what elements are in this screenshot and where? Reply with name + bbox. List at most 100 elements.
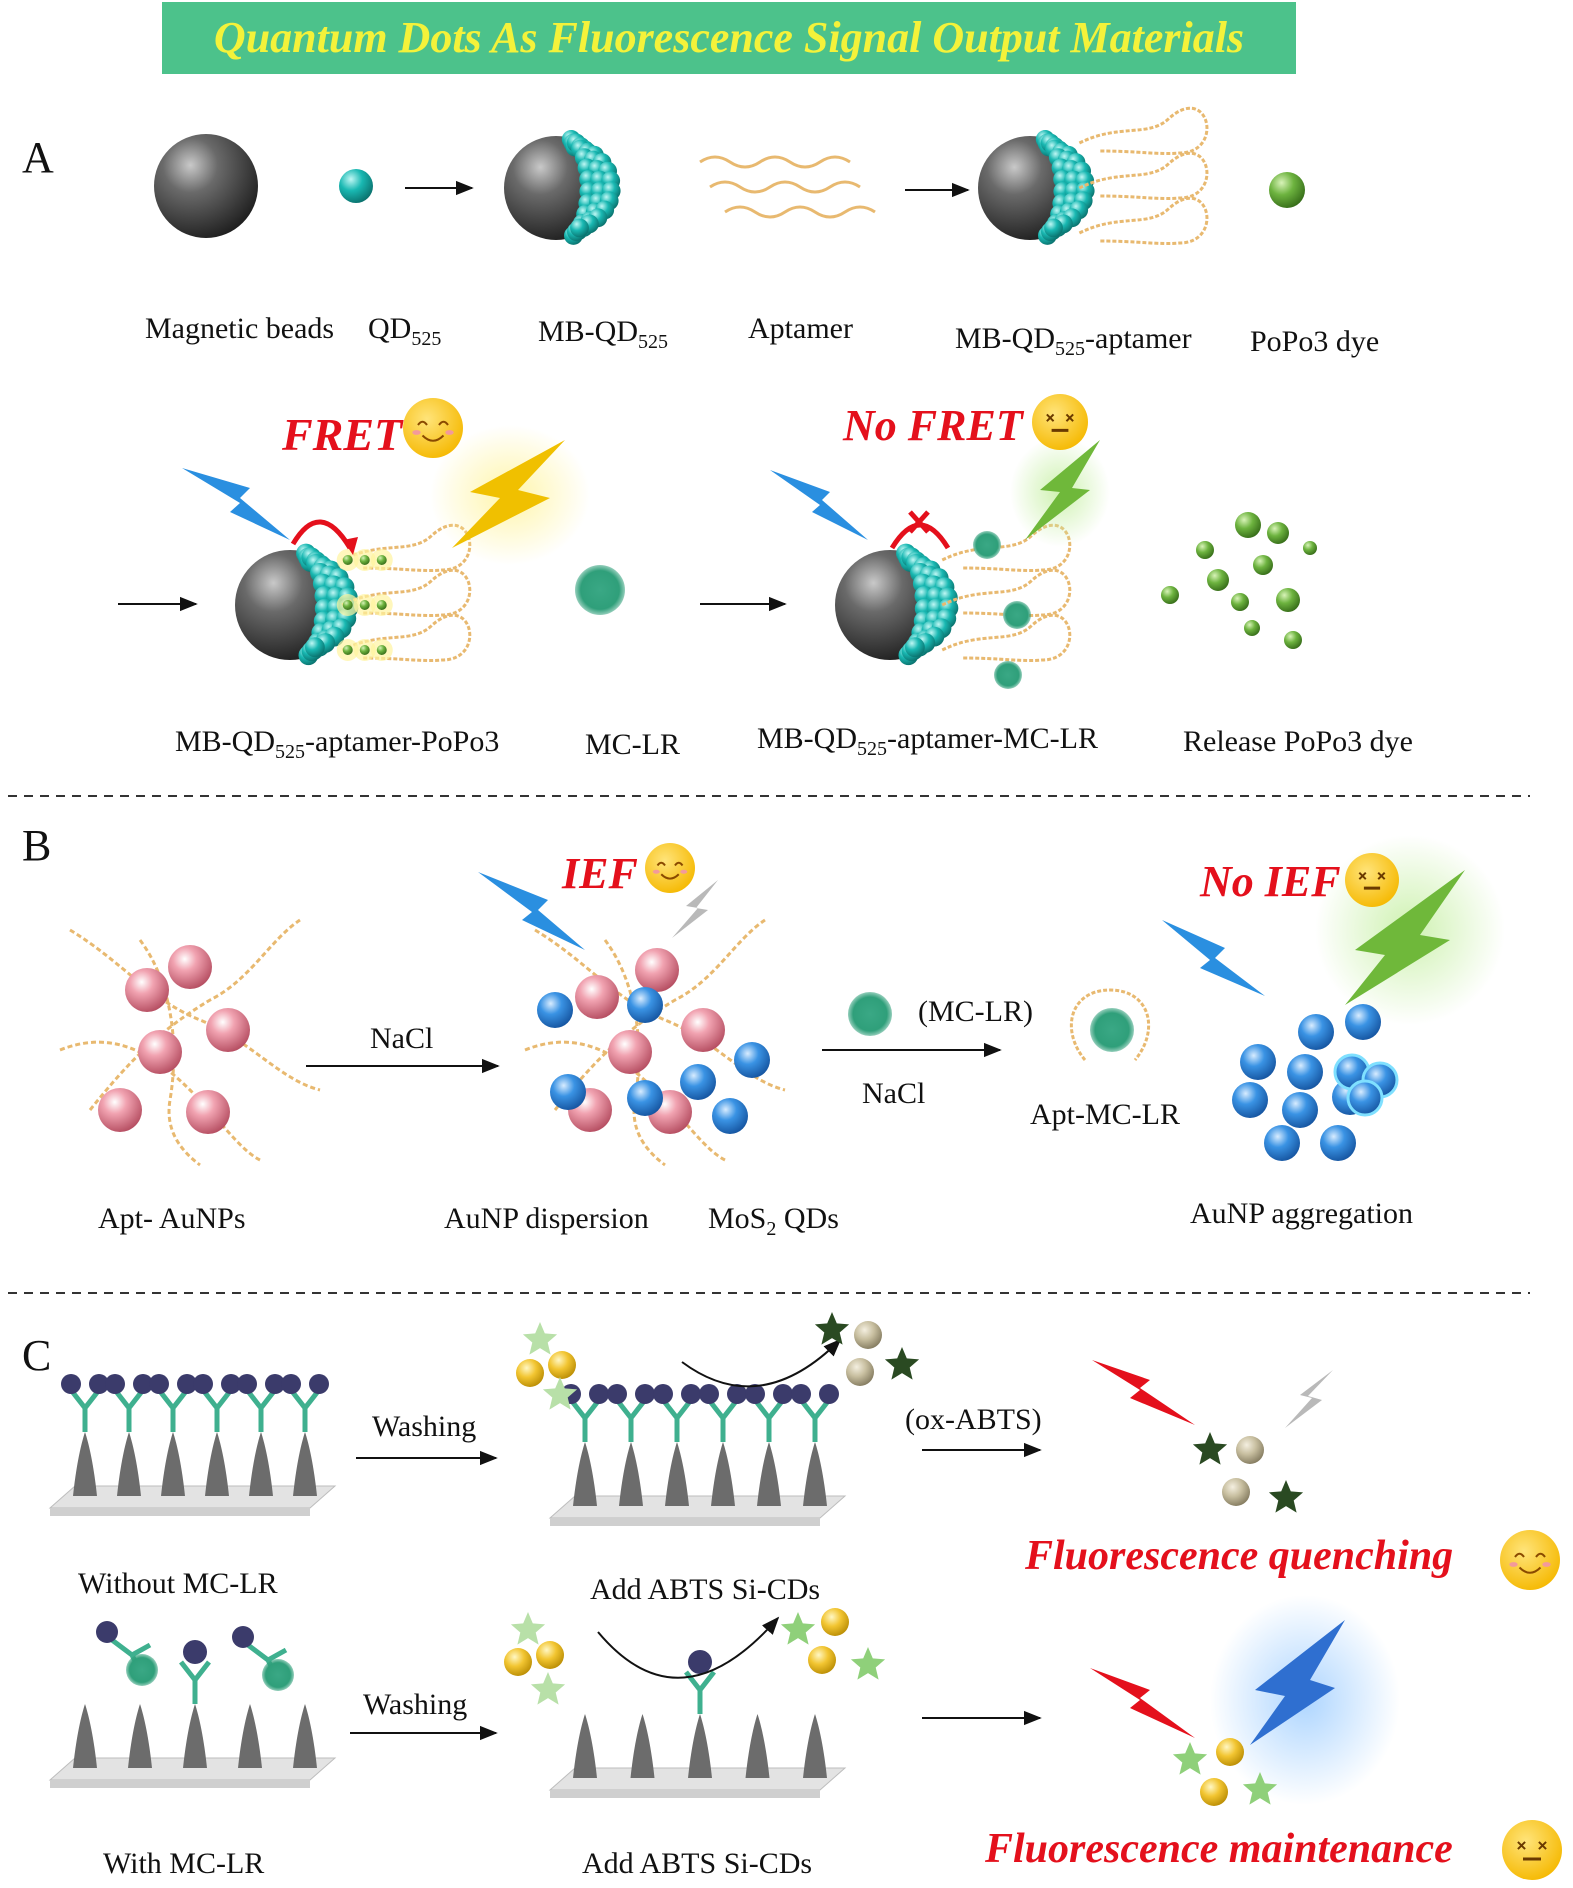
popo3-dye-free xyxy=(1253,555,1273,575)
washing-label-2: Washing xyxy=(363,1688,468,1721)
sicd-star xyxy=(522,1322,558,1355)
eye xyxy=(1517,1841,1526,1850)
capture-tip xyxy=(293,1432,317,1496)
antigen xyxy=(96,1621,118,1643)
capture-tip xyxy=(803,1714,827,1778)
eye xyxy=(1514,1552,1525,1558)
aptamer-loop xyxy=(341,613,472,663)
antigen xyxy=(699,1384,719,1404)
qd-particle xyxy=(305,637,325,658)
abts-ball xyxy=(808,1646,836,1674)
excitation-bolt-icon xyxy=(182,468,290,540)
antigen xyxy=(177,1374,197,1394)
nacl-label-2: NaCl xyxy=(862,1077,926,1110)
eye xyxy=(1065,413,1074,422)
dye-molecule xyxy=(342,555,353,565)
mos2-qd xyxy=(712,1098,748,1134)
excitation-bolt-icon-3 xyxy=(478,872,585,950)
substrate-edge xyxy=(550,1790,820,1798)
fret-transfer-arrow xyxy=(290,519,353,550)
antibody xyxy=(245,1388,277,1432)
qd-particle xyxy=(905,637,925,658)
red-bolt-icon-2 xyxy=(1090,1668,1195,1738)
abts-ball xyxy=(1236,1436,1264,1464)
aptamer-strands xyxy=(699,155,876,219)
popo3-dye-free xyxy=(1196,541,1214,559)
antibody xyxy=(569,1398,601,1442)
popo3-dye-free xyxy=(1235,512,1261,538)
gold-nanoparticle xyxy=(186,1090,230,1134)
aptamer-loop xyxy=(341,568,472,618)
capture-tip xyxy=(803,1442,827,1506)
antigen xyxy=(193,1374,213,1394)
bound-mc-lr xyxy=(126,1654,158,1686)
panel-c-letter: C xyxy=(22,1331,52,1380)
dna-strand xyxy=(59,1040,261,1162)
substrate-after-wash-2 xyxy=(548,1650,847,1798)
aggregated-aunp xyxy=(1346,1079,1384,1117)
ox-abts-label: (ox-ABTS) xyxy=(905,1403,1042,1436)
panel-a xyxy=(118,106,1317,689)
antigen xyxy=(183,1640,207,1664)
panel-b-letter: B xyxy=(22,821,52,870)
popo3-dye xyxy=(1269,172,1305,208)
reaction-arc-1 xyxy=(681,1338,842,1388)
magnetic-bead xyxy=(154,134,258,238)
eye xyxy=(438,420,449,426)
antigen xyxy=(237,1374,257,1394)
neutral-face-maint xyxy=(1502,1820,1562,1880)
antibody xyxy=(69,1388,101,1432)
antigen xyxy=(607,1384,627,1404)
mos2-qd xyxy=(1320,1125,1356,1161)
mb-qd525-aptamer-popo3-particle xyxy=(235,523,472,666)
gold-nanoparticle xyxy=(681,1008,725,1052)
sicd-star xyxy=(1172,1742,1208,1775)
label-aunp-aggregation: AuNP aggregation xyxy=(1190,1197,1414,1230)
dye-molecule xyxy=(342,645,353,655)
popo3-dye-free xyxy=(1207,569,1229,591)
mos2-qd xyxy=(1298,1014,1334,1050)
abts-ball xyxy=(854,1321,882,1349)
green-emission-bolt-icon-b xyxy=(1345,870,1465,1005)
dna-strand xyxy=(603,939,666,1167)
dye-molecule xyxy=(359,600,370,610)
cheek xyxy=(412,430,421,435)
antigen xyxy=(265,1374,285,1394)
eye xyxy=(656,861,666,867)
label-magnetic-beads: Magnetic beads xyxy=(145,312,335,345)
sicd-star xyxy=(884,1347,920,1380)
face-disc xyxy=(1345,853,1399,907)
antigen xyxy=(773,1384,793,1404)
label-mc-lr: MC-LR xyxy=(585,728,681,761)
blocked-fret-arrow xyxy=(889,522,951,550)
bound-mc-lr xyxy=(973,531,1001,559)
dna-strand xyxy=(138,939,201,1167)
dna-strand xyxy=(88,918,301,1111)
label-popo3: PoPo3 dye xyxy=(1250,325,1380,358)
green-emission-bolt-icon xyxy=(1025,440,1100,540)
happy-face-fret xyxy=(403,398,463,458)
aptamer-loop xyxy=(941,613,1072,663)
capture-tip xyxy=(619,1442,643,1506)
abts-sicds-3 xyxy=(780,1608,886,1680)
substrate-edge xyxy=(550,1518,820,1526)
antibody xyxy=(615,1398,647,1442)
antibody xyxy=(157,1388,189,1432)
fluorescence-quenching-label: Fluorescence quenching xyxy=(1025,1533,1454,1579)
happy-face-quench xyxy=(1500,1530,1560,1590)
cheek xyxy=(445,430,454,435)
cheek xyxy=(652,869,660,874)
gold-nanoparticle xyxy=(168,945,212,989)
capture-tip xyxy=(688,1714,712,1778)
excitation-bolt-icon-4 xyxy=(1162,920,1265,996)
face-disc xyxy=(1032,394,1088,450)
dna-strand xyxy=(553,918,766,1111)
mos2-qd xyxy=(627,987,663,1023)
yellow-emission-bolt-icon xyxy=(452,440,565,548)
apt-mclr-loop xyxy=(1069,988,1151,1061)
antibody xyxy=(753,1398,785,1442)
cheek xyxy=(1509,1562,1518,1567)
capture-tip xyxy=(630,1714,655,1778)
mouth xyxy=(660,873,680,880)
qd525-particle xyxy=(339,169,373,203)
